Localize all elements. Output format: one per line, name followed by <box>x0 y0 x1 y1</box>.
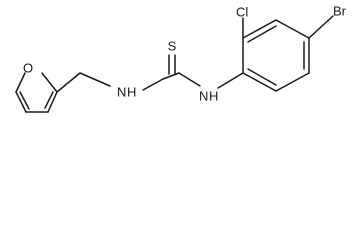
bond-ring-br <box>308 15 334 39</box>
amine-left-n-label: N <box>117 84 126 99</box>
bond-c3-c3-double <box>19 91 30 110</box>
methylene-linker <box>56 72 111 93</box>
amine-right-n-label: N <box>199 88 208 103</box>
bond-c5-ch2 <box>56 72 81 93</box>
chlorine-label: Cl <box>236 4 248 19</box>
bond-c-n-join <box>162 72 180 80</box>
bond-n-aryl <box>217 72 244 89</box>
ring-bond-2-double <box>247 25 277 43</box>
bromine-label: Br <box>333 3 347 18</box>
ring-bond-5 <box>275 72 310 92</box>
thiourea-core <box>142 54 201 91</box>
furan-ring <box>15 72 58 113</box>
ring-bond-6 <box>242 72 277 92</box>
bond-c2-c3 <box>15 91 27 113</box>
amine-right-h-label: H <box>209 88 218 103</box>
bond-c4-c5-double <box>44 91 54 109</box>
benzene-ring <box>242 19 310 92</box>
bond-n-c <box>142 78 164 91</box>
bond-c-n <box>178 72 201 87</box>
ring-bond-2 <box>242 19 277 39</box>
ring-bond-6-double <box>247 68 277 86</box>
chemical-structure: O N H S N H Cl Br <box>15 3 347 113</box>
ring-bond-3 <box>275 19 310 39</box>
bond-c5-o <box>41 72 58 93</box>
bond-o-c2 <box>15 72 26 93</box>
thione-sulfur-label: S <box>168 38 177 53</box>
bond-c4-c5 <box>47 91 58 113</box>
bond-ch2-n <box>79 72 111 87</box>
furan-oxygen-label: O <box>23 60 33 75</box>
amine-left-h-label: H <box>127 84 136 99</box>
